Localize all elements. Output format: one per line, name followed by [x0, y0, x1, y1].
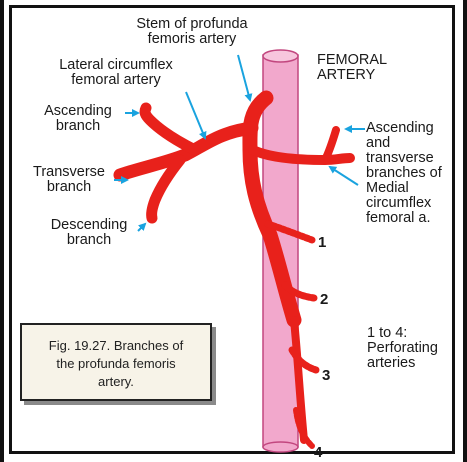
label-line: 1 to 4: [367, 326, 438, 341]
perforating-number-1: 1 [318, 235, 326, 250]
label-line: Ascending [366, 121, 442, 136]
label-line: transverse [366, 151, 442, 166]
label-line: ARTERY [317, 68, 387, 83]
perforating-number-2: 2 [320, 292, 328, 307]
label-line: femoral artery [25, 73, 207, 88]
label-line: Medial [366, 181, 442, 196]
label-transverse-branch: Transverse branch [25, 165, 113, 195]
arrow-medial-transverse [330, 167, 358, 185]
arrow-lateral-circumflex [186, 92, 205, 138]
label-line: Stem of profunda [112, 17, 272, 32]
label-line: circumflex [366, 196, 442, 211]
perforating-number-4: 4 [314, 445, 322, 460]
figure-caption: Fig. 19.27. Branches of the profunda fem… [20, 323, 212, 401]
label-line: Descending [42, 218, 136, 233]
label-femoral-artery: FEMORAL ARTERY [317, 53, 387, 83]
arrow-descending-branch [138, 224, 145, 231]
label-line: femoris artery [112, 32, 272, 47]
label-descending-branch: Descending branch [42, 218, 136, 248]
label-line: femoral a. [366, 211, 442, 226]
label-medial-circumflex-branches: Ascending and transverse branches of Med… [366, 121, 442, 226]
label-line: branch [42, 233, 136, 248]
label-line: Ascending [35, 104, 121, 119]
label-line: Lateral circumflex [25, 58, 207, 73]
label-stem-of-profunda: Stem of profunda femoris artery [112, 17, 272, 47]
label-line: branch [35, 119, 121, 134]
label-ascending-branch: Ascending branch [35, 104, 121, 134]
caption-line: artery. [30, 373, 202, 391]
label-perforating-arteries: 1 to 4: Perforating arteries [367, 326, 438, 371]
label-line: branch [25, 180, 113, 195]
label-line: arteries [367, 356, 438, 371]
label-line: Perforating [367, 341, 438, 356]
arrow-stem [238, 55, 250, 100]
caption-line: Fig. 19.27. Branches of [30, 337, 202, 355]
label-line: and [366, 136, 442, 151]
perforating-number-3: 3 [322, 368, 330, 383]
label-line: FEMORAL [317, 53, 387, 68]
label-line: Transverse [25, 165, 113, 180]
label-line: branches of [366, 166, 442, 181]
caption-line: the profunda femoris [30, 355, 202, 373]
label-lateral-circumflex: Lateral circumflex femoral artery [25, 58, 207, 88]
lateral-circumflex-artery [120, 108, 252, 218]
